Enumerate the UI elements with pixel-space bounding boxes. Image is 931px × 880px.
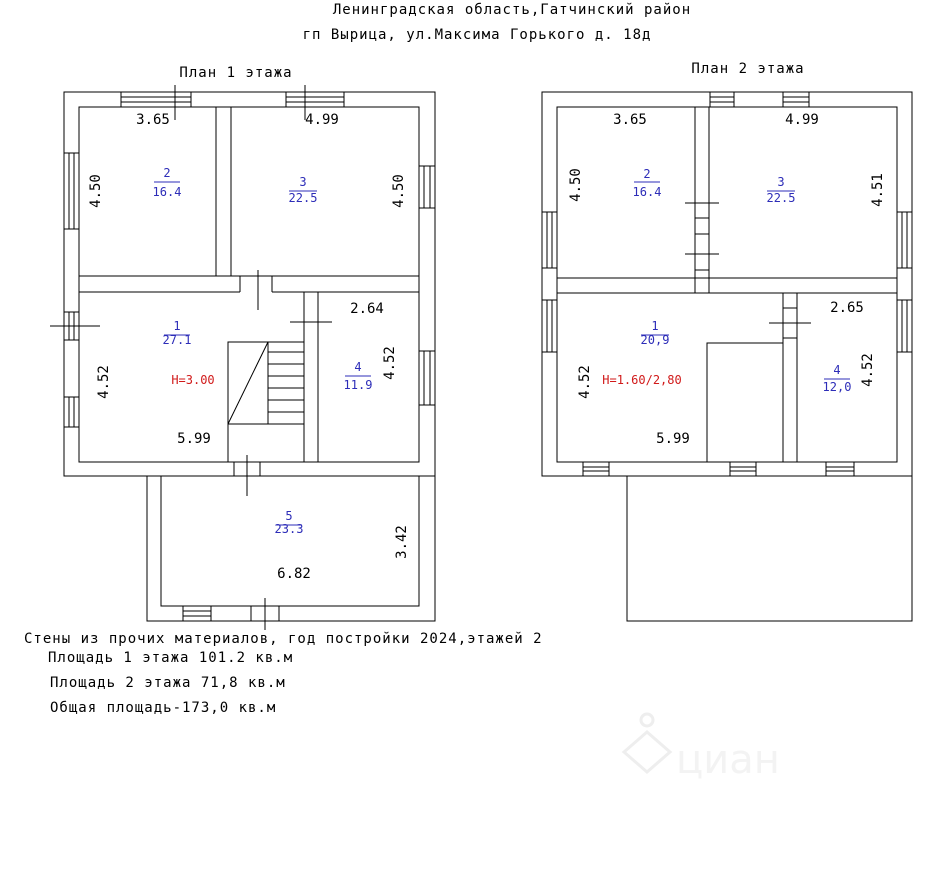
address-line-2: гп Вырица, ул.Максима Горького д. 18д xyxy=(303,27,652,43)
floor-1-room-3-label: 3 22.5 xyxy=(289,175,318,205)
floor-1-window-right-bottom xyxy=(418,350,436,406)
svg-text:12,0: 12,0 xyxy=(823,380,852,394)
floor-1-inner-wall xyxy=(78,106,420,463)
floor-1-dim-room4-height: 4.52 xyxy=(382,346,398,380)
floor-2-window-right-top xyxy=(896,211,913,269)
floor-2-dim-room2-width: 3.65 xyxy=(613,112,647,128)
svg-text:23.3: 23.3 xyxy=(275,522,304,536)
svg-text:3: 3 xyxy=(299,175,306,189)
svg-text:16.4: 16.4 xyxy=(633,185,662,199)
floor-1-dim-room1-height: 4.52 xyxy=(96,365,112,399)
svg-text:5: 5 xyxy=(285,509,292,523)
floor-2-room-4-label: 4 12,0 xyxy=(823,363,852,394)
floor-1-ceiling-height: H=3.00 xyxy=(171,373,214,387)
floor-2-outer-wall xyxy=(541,91,913,477)
floor-1-dim-room1-width: 5.99 xyxy=(177,431,211,447)
floor-1-window-top-left xyxy=(120,85,192,120)
floor-2-dim-room2-height: 4.50 xyxy=(568,168,584,202)
svg-text:20,9: 20,9 xyxy=(641,333,670,347)
floor-1-window-left-bottom xyxy=(63,396,80,428)
floor-1-window-veranda-left xyxy=(182,605,212,622)
floor-1-dim-room4-width: 2.64 xyxy=(350,301,384,317)
svg-text:4: 4 xyxy=(354,360,361,374)
note-area-floor-2: Площадь 2 этажа 71,8 кв.м xyxy=(50,675,286,691)
svg-text:2: 2 xyxy=(163,166,170,180)
floor-2-window-left-top xyxy=(541,211,558,269)
floor-1-window-left-mid xyxy=(50,311,100,341)
floor-1-dim-room2-width: 3.65 xyxy=(136,112,170,128)
floor-1-room-2-label: 2 16.4 xyxy=(153,166,182,199)
floor-1-dim-room2-height: 4.50 xyxy=(88,174,104,208)
floor-1-dim-room3-height: 4.50 xyxy=(391,174,407,208)
floor-2-plan: План 2 этажа xyxy=(541,61,913,622)
floor-2-dim-room4-width: 2.65 xyxy=(830,300,864,316)
floor-1-outer-wall xyxy=(63,91,436,477)
floor-2-dim-room4-height: 4.52 xyxy=(860,353,876,387)
svg-text:22.5: 22.5 xyxy=(289,191,318,205)
floor-2-window-bottom-left xyxy=(582,461,610,477)
note-total-area: Общая площадь-173,0 кв.м xyxy=(50,700,276,716)
svg-text:2: 2 xyxy=(643,167,650,181)
floor-1-dim-room5-width: 6.82 xyxy=(277,566,311,582)
floor-1-plan: План 1 этажа xyxy=(50,65,436,630)
watermark-text: циан xyxy=(676,737,780,783)
floor-2-dim-room1-height: 4.52 xyxy=(577,365,593,399)
floor-1-room-1-label: 1 27.1 xyxy=(163,319,192,347)
floor-1-room5-outer xyxy=(146,475,436,622)
floor-1-door-veranda xyxy=(250,598,280,630)
floor-2-room-1-label: 1 20,9 xyxy=(641,319,670,347)
floor-2-window-left-bottom xyxy=(541,299,558,353)
floor-2-dim-room3-width: 4.99 xyxy=(785,112,819,128)
svg-text:22.5: 22.5 xyxy=(767,191,796,205)
svg-text:27.1: 27.1 xyxy=(163,333,192,347)
watermark-logo-icon xyxy=(621,712,673,774)
note-area-floor-1: Площадь 1 этажа 101.2 кв.м xyxy=(48,650,293,666)
floor-2-dim-room3-height: 4.51 xyxy=(870,173,886,207)
svg-text:4: 4 xyxy=(833,363,840,377)
floor-2-window-right-bottom xyxy=(896,299,913,353)
floor-2-window-bottom-right xyxy=(825,461,855,477)
svg-text:1: 1 xyxy=(173,319,180,333)
floor-2-window-top-right xyxy=(782,91,810,108)
floor-2-room-3-label: 3 22.5 xyxy=(767,175,796,205)
floor-2-window-bottom-mid xyxy=(729,461,757,477)
floor-2-room-2-label: 2 16.4 xyxy=(633,167,662,199)
floor-1-room-5-label: 5 23.3 xyxy=(275,509,304,536)
floor-2-ceiling-height: H=1.60/2,80 xyxy=(602,373,681,387)
floor-1-room-4-label: 4 11.9 xyxy=(344,360,373,392)
floor-2-dim-room1-width: 5.99 xyxy=(656,431,690,447)
floor-2-veranda-roof xyxy=(626,476,913,622)
svg-text:3: 3 xyxy=(777,175,784,189)
floor-1-window-right-top xyxy=(418,165,436,209)
floor-1-dim-room5-height: 3.42 xyxy=(394,525,410,559)
floor-1-title: План 1 этажа xyxy=(179,65,292,81)
floor-2-stair-void xyxy=(706,342,783,462)
note-walls: Стены из прочих материалов, год постройк… xyxy=(24,631,543,647)
address-line-1: Ленинградская область,Гатчинский район xyxy=(333,2,691,18)
svg-text:16.4: 16.4 xyxy=(153,185,182,199)
floor-1-dim-room3-width: 4.99 xyxy=(305,112,339,128)
floor-2-title: План 2 этажа xyxy=(691,61,804,77)
svg-text:11.9: 11.9 xyxy=(344,378,373,392)
watermark: циан xyxy=(621,712,780,783)
floor-1-staircase xyxy=(227,341,305,462)
svg-text:1: 1 xyxy=(651,319,658,333)
floor-2-window-top-left xyxy=(709,91,735,108)
floor-2-inner-wall xyxy=(556,106,898,463)
floor-1-room5-inner xyxy=(160,476,420,607)
floor-1-window-left-top xyxy=(63,152,80,230)
floor-1-window-top-right xyxy=(285,85,345,120)
